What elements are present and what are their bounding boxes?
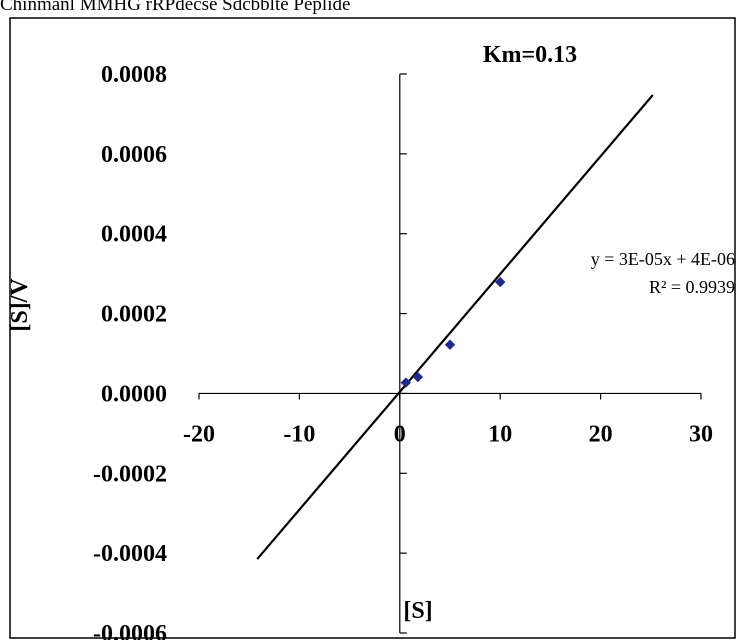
y-tick-label: 0.0008 <box>101 62 167 88</box>
y-tick-label: 0.0006 <box>101 142 167 168</box>
y-tick-label: -0.0006 <box>93 621 167 640</box>
data-points <box>400 276 506 388</box>
y-tick-label: 0.0002 <box>101 302 167 328</box>
trendline <box>256 94 654 560</box>
data-point <box>494 276 506 288</box>
y-tick-label: -0.0004 <box>93 541 167 567</box>
x-tick-label: 10 <box>488 421 512 447</box>
x-tick-label: 0 <box>394 421 406 447</box>
chart-title: Km=0.13 <box>483 42 577 68</box>
r-squared-label: R² = 0.9939 <box>649 277 735 297</box>
axes <box>198 73 702 634</box>
y-axis-title: [S]/V <box>7 278 33 332</box>
x-tick-label: 30 <box>689 421 713 447</box>
y-tick-label: 0.0000 <box>101 381 167 407</box>
x-tick-label: 20 <box>589 421 613 447</box>
trendline-group <box>256 94 654 560</box>
y-tick-label: 0.0004 <box>101 222 167 248</box>
y-tick-label: -0.0002 <box>93 461 167 487</box>
chart-caption: Chinmanl MMHG rRPdecse Sdcbblte Peplide <box>0 0 351 15</box>
data-point <box>400 377 412 388</box>
x-tick-label: -10 <box>283 421 315 447</box>
plot-frame <box>9 17 736 639</box>
trendline-equation: y = 3E-05x + 4E-06 <box>591 249 735 269</box>
data-point <box>444 339 456 350</box>
data-point <box>412 371 424 383</box>
x-axis-title: [S] <box>403 598 432 624</box>
x-tick-label: -20 <box>183 421 215 447</box>
tick-labels: -20 -10 0 10 20 30 0.0008 0.0006 0.0004 0.0002 0.0… <box>93 62 713 640</box>
